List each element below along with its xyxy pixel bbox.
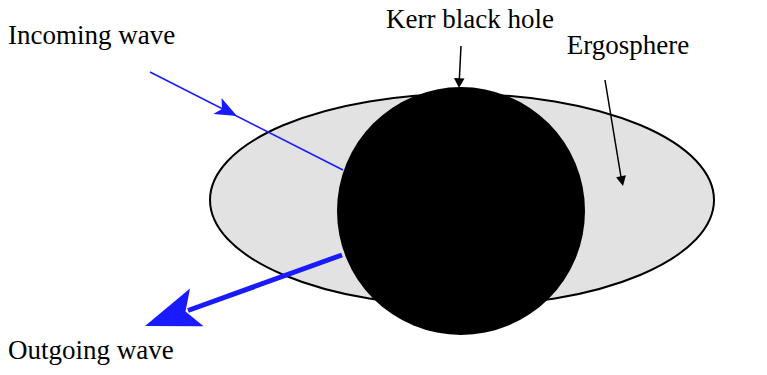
black-hole-disc [337, 87, 585, 335]
leader-arrowhead [616, 175, 626, 186]
black-hole-label: Kerr black hole [386, 4, 554, 35]
leader-line [605, 80, 621, 177]
outgoing-wave-line [188, 255, 342, 311]
incoming-wave-line [150, 72, 343, 170]
leader-arrowhead [454, 78, 465, 88]
outgoing-wave-label: Outgoing wave [8, 335, 174, 366]
ergosphere-label: Ergosphere [567, 30, 689, 61]
outgoing-wave-arrowhead [145, 289, 204, 327]
incoming-wave-arrowhead [213, 98, 237, 116]
leader-line [459, 46, 461, 80]
incoming-wave-label: Incoming wave [8, 20, 175, 51]
